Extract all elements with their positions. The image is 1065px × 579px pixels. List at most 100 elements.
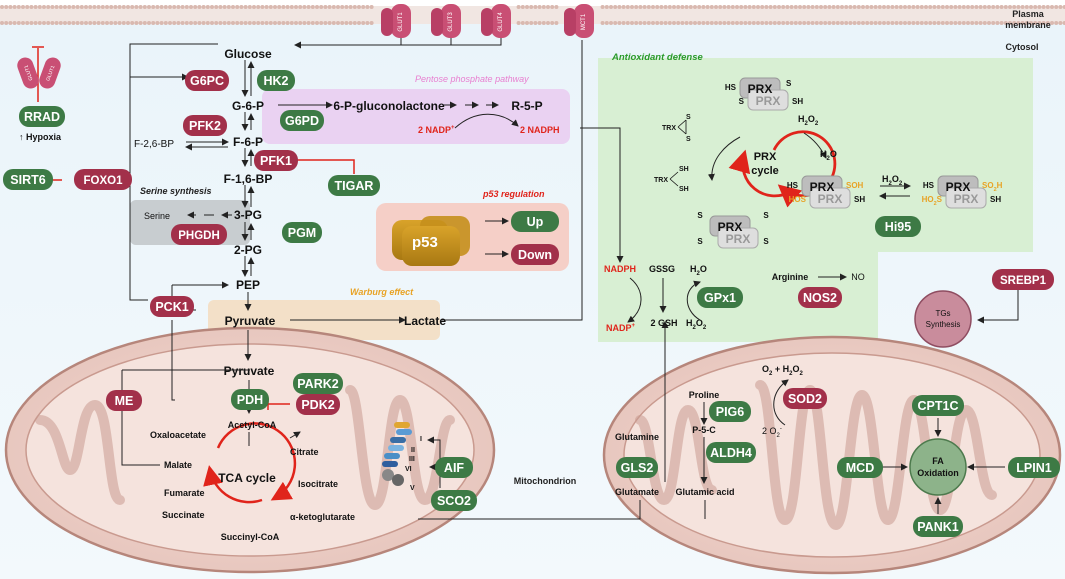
svg-text:PRX: PRX xyxy=(748,82,773,96)
pfk2-label: PFK2 xyxy=(189,119,221,133)
nos2-pill: NOS2 xyxy=(798,287,842,308)
pck1-label: PCK1 xyxy=(155,300,188,314)
prx-cycle-label-1: PRX xyxy=(754,151,777,163)
pdh-pill: PDH xyxy=(231,389,269,410)
lpin1-label: LPIN1 xyxy=(1016,461,1051,475)
hk2-label: HK2 xyxy=(263,74,288,88)
p53-protein-icon: p53 xyxy=(392,216,470,266)
svg-text:SO2H: SO2H xyxy=(982,181,1003,193)
nadp-ppp-label: 2 NADP+ xyxy=(418,125,455,135)
warburg-title: Warburg effect xyxy=(350,287,414,297)
malate-label: Malate xyxy=(164,460,192,470)
svg-text:PRX: PRX xyxy=(954,192,979,206)
svg-text:PRX: PRX xyxy=(726,232,751,246)
cpt1c-label: CPT1C xyxy=(918,399,959,413)
h2o2-gpx-label: H2O2 xyxy=(686,318,707,331)
prx-arrows xyxy=(707,132,911,200)
transporter-glut4: GLUT4 xyxy=(481,4,511,38)
complex-i-label: I xyxy=(420,436,422,443)
rrad-label: RRAD xyxy=(24,110,60,124)
h2o-prx-label: H2O xyxy=(820,149,837,162)
svg-text:SH: SH xyxy=(679,186,689,193)
gssg-label: GSSG xyxy=(649,264,675,274)
gsh-label: 2 GSH xyxy=(650,318,677,328)
tgs-label-2: Synthesis xyxy=(926,320,961,329)
nadph-ao-label: NADPH xyxy=(604,264,636,274)
aldh4-label: ALDH4 xyxy=(710,446,752,460)
hi95-pill: Hi95 xyxy=(875,216,921,237)
svg-text:GLUT1: GLUT1 xyxy=(45,65,56,82)
f26bp-label: F-2,6-BP xyxy=(134,139,174,150)
cpt1c-pill: CPT1C xyxy=(912,395,964,416)
sod2-label: SOD2 xyxy=(788,392,822,406)
up-pill: Up xyxy=(511,211,559,232)
trx-red-label: TRX xyxy=(654,177,668,184)
me-pill: ME xyxy=(106,390,142,411)
nadph-ppp-label: 2 NADPH xyxy=(520,125,560,135)
svg-text:PRX: PRX xyxy=(946,180,971,194)
h2o2-prx2-label: H2O2 xyxy=(882,174,903,187)
svg-text:HS: HS xyxy=(923,181,935,190)
pgm-pill: PGM xyxy=(282,222,322,243)
mcd-pill: MCD xyxy=(837,457,883,478)
pdh-label: PDH xyxy=(237,393,263,407)
pck1-pill: PCK1 xyxy=(150,296,194,317)
transporter-glut1: GLUT1 xyxy=(381,4,411,38)
svg-text:HS: HS xyxy=(787,181,799,190)
svg-text:S: S xyxy=(686,136,691,143)
glut4-label: GLUT4 xyxy=(498,12,504,32)
hk2-pill: HK2 xyxy=(257,70,295,91)
f6p-label: F-6-P xyxy=(233,135,263,149)
svg-text:S: S xyxy=(697,237,703,246)
svg-text:HO2S: HO2S xyxy=(922,195,943,207)
svg-text:SH: SH xyxy=(792,97,803,106)
mito-pyruvate-label: Pyruvate xyxy=(224,364,275,378)
nos2-label: NOS2 xyxy=(803,291,837,305)
svg-text:S: S xyxy=(739,97,745,106)
p53-title: p53 regulation xyxy=(482,189,545,199)
tgs-synthesis: TGs Synthesis xyxy=(914,290,1019,348)
svg-text:PRX: PRX xyxy=(818,192,843,206)
hypoxia-label: ↑ Hypoxia xyxy=(19,132,62,142)
glut1-label: GLUT1 xyxy=(398,12,404,32)
svg-text:SOH: SOH xyxy=(846,181,864,190)
acetyl-coa-label: Acetyl-CoA xyxy=(228,420,277,430)
cytosol-label: Cytosol xyxy=(1005,42,1038,52)
rrad-pill: RRAD xyxy=(19,106,65,127)
arginine-label: Arginine xyxy=(772,272,809,282)
sirt6-label: SIRT6 xyxy=(10,173,45,187)
plasma-membrane-label-1: Plasma xyxy=(1012,9,1045,19)
g6pd-pill: G6PD xyxy=(280,110,324,131)
svg-text:S: S xyxy=(763,237,769,246)
aif-label: AIF xyxy=(444,461,465,475)
svg-text:PRX: PRX xyxy=(756,94,781,108)
mct1-label: MCT1 xyxy=(581,13,587,30)
p53-label: p53 xyxy=(412,234,438,251)
foxo1-pill: FOXO1 xyxy=(74,169,132,190)
tca-cycle-label: TCA cycle xyxy=(218,471,276,485)
aif-pill: AIF xyxy=(435,457,473,478)
pank1-pill: PANK1 xyxy=(913,516,963,537)
me-label: ME xyxy=(115,394,134,408)
citrate-label: Citrate xyxy=(290,447,319,457)
park2-pill: PARK2 xyxy=(293,373,343,394)
prx-cycle: PRX cycle xyxy=(728,130,837,208)
phgdh-pill: PHGDH xyxy=(171,224,227,245)
lpin1-pill: LPIN1 xyxy=(1008,457,1060,478)
superoxide-label: 2 O2- xyxy=(762,426,782,439)
svg-text:HS: HS xyxy=(725,83,737,92)
serine-label: Serine xyxy=(144,211,170,221)
foxo1-label: FOXO1 xyxy=(84,175,124,187)
pfk2-pill: PFK2 xyxy=(183,115,227,136)
srebp1-pill: SREBP1 xyxy=(992,269,1054,290)
uptake-arrows xyxy=(294,38,502,49)
svg-text:SH: SH xyxy=(854,195,865,204)
tigar-pill: TIGAR xyxy=(328,175,380,196)
g6pc-label: G6PC xyxy=(190,74,224,88)
glutamine-arrows xyxy=(661,321,789,519)
h2o2-prx1-label: H2O2 xyxy=(798,114,819,127)
